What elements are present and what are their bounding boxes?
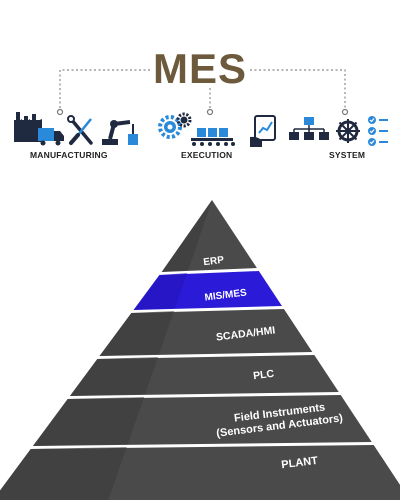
checklist-icon	[368, 116, 388, 146]
workflow-icon	[289, 117, 329, 140]
connector-lines	[59, 69, 346, 110]
pyramid	[0, 200, 400, 500]
pyramid-tier-shade	[99, 311, 175, 356]
mes-title: MES	[152, 45, 247, 92]
pyramid-tier-label: ERP	[203, 255, 225, 268]
wrench-screwdriver-icon	[67, 115, 93, 145]
gears-icon	[158, 112, 192, 139]
caption-system: SYSTEM	[329, 150, 366, 160]
caption-manufacturing: MANUFACTURING	[30, 150, 108, 160]
pyramid-tier-shade	[133, 273, 188, 310]
connector-dots	[56, 108, 349, 116]
pyramid-tier-shade	[0, 447, 127, 500]
pyramid-tier-label: PLC	[252, 368, 275, 383]
pyramid-tier-shade	[32, 397, 145, 446]
delivery-truck-icon	[38, 128, 64, 146]
pyramid-tier-shade	[69, 357, 159, 396]
pyramid-tier-label: PLANT	[281, 455, 319, 471]
ships-wheel-icon	[336, 119, 360, 143]
pyramid-tier-shade	[161, 200, 212, 272]
pyramid-tier-label: MIS/MES	[204, 287, 248, 303]
conveyor-icon	[191, 128, 235, 146]
robotic-arm-icon	[102, 120, 138, 145]
factory-icon	[14, 112, 42, 142]
caption-execution: EXECUTION	[181, 150, 233, 160]
report-chart-icon	[250, 115, 276, 147]
